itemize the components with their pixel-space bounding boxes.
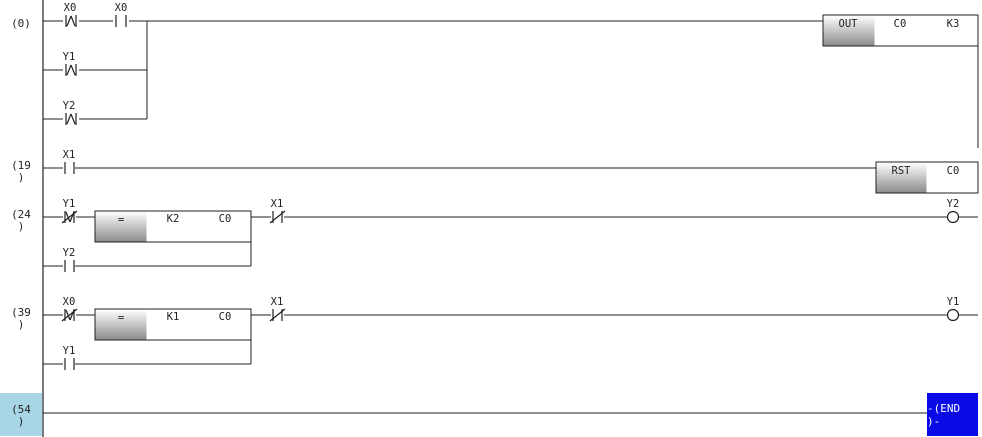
contact-y2[interactable]: [64, 260, 75, 272]
compare-block[interactable]: [94, 308, 252, 341]
coil-label: Y2: [947, 198, 960, 210]
step-number-19: (19 ): [11, 159, 31, 184]
instruction-arg: K3: [947, 18, 960, 30]
coil-label: Y1: [947, 296, 960, 308]
step-number-24: (24 ): [11, 208, 31, 233]
compare-op: =: [118, 214, 124, 226]
contact-label: Y2: [63, 247, 76, 259]
compare-arg: K1: [167, 311, 180, 323]
instruction-op: RST: [892, 165, 912, 177]
contact-x0[interactable]: [115, 15, 127, 27]
coil-y2[interactable]: [946, 210, 960, 224]
compare-op: =: [118, 312, 124, 324]
rung-2: [43, 216, 978, 267]
compare-arg: K2: [167, 213, 180, 225]
coil-y1[interactable]: [946, 308, 960, 322]
rst-instruction-block[interactable]: [875, 161, 979, 194]
contact-label: Y1: [63, 345, 76, 357]
contact-label: X0: [63, 296, 76, 308]
contact-x1-nc[interactable]: [269, 308, 286, 322]
rung-0: [43, 20, 979, 148]
contact-y1-pulse[interactable]: [65, 64, 77, 76]
instruction-arg: C0: [894, 18, 907, 30]
contact-label: X1: [271, 296, 284, 308]
end-instruction[interactable]: -(END )-: [927, 393, 978, 436]
contact-label: X1: [63, 149, 76, 161]
contact-label: X0: [64, 2, 77, 14]
out-instruction-block[interactable]: [822, 14, 979, 47]
contact-x0-pulse[interactable]: [65, 15, 77, 27]
contact-x1[interactable]: [64, 162, 75, 174]
contact-label: Y2: [63, 100, 76, 112]
contact-x1-nc[interactable]: [269, 210, 286, 224]
contact-y1[interactable]: [64, 358, 75, 370]
instruction-op: OUT: [839, 18, 859, 30]
contact-x0-falling[interactable]: [61, 308, 78, 322]
contact-label: Y1: [63, 51, 76, 63]
compare-block[interactable]: [94, 210, 252, 243]
contact-label: X1: [271, 198, 284, 210]
contact-y2-pulse[interactable]: [65, 113, 77, 125]
contact-y1-falling[interactable]: [61, 210, 78, 224]
step-number-54[interactable]: (54 ): [0, 393, 42, 436]
compare-arg: C0: [219, 213, 232, 225]
contact-label: X0: [115, 2, 128, 14]
instruction-arg: C0: [947, 165, 960, 177]
step-number-39: (39 ): [11, 306, 31, 331]
step-number-0: (0): [11, 17, 31, 30]
compare-arg: C0: [219, 311, 232, 323]
contact-label: Y1: [63, 198, 76, 210]
